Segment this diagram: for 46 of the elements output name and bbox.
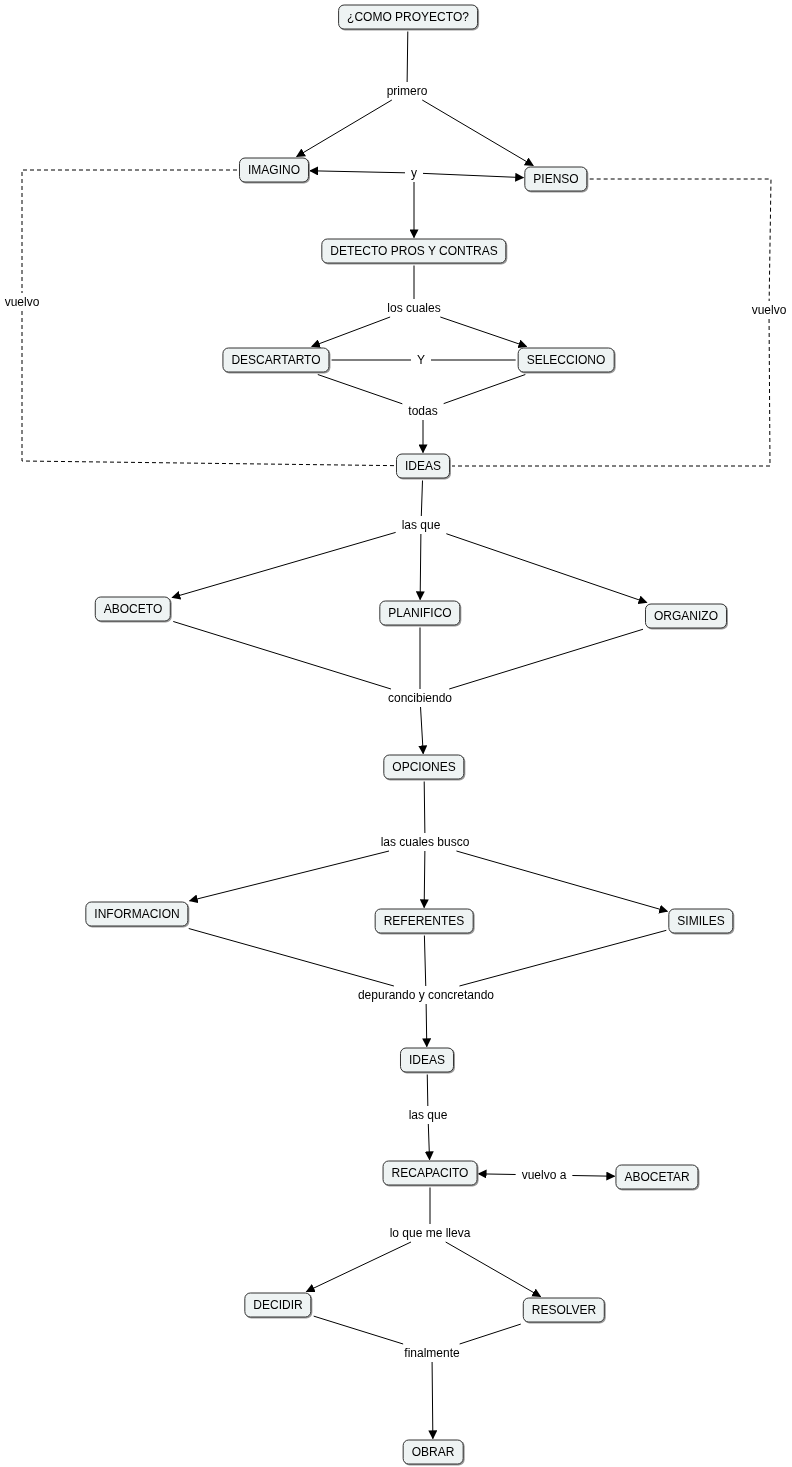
concept-box: REFERENTES <box>374 908 474 934</box>
arrow <box>455 850 669 914</box>
arrow <box>171 531 397 600</box>
arrow <box>421 99 534 166</box>
arrow <box>571 1171 616 1181</box>
arrow <box>305 1241 412 1293</box>
arrow <box>409 181 419 239</box>
arrow <box>419 850 429 909</box>
arrow <box>439 316 528 349</box>
concept-box: OBRAR <box>402 1439 464 1465</box>
arrow <box>188 850 390 904</box>
arrow <box>445 533 648 605</box>
dashed-connector <box>21 310 395 467</box>
arrow <box>428 1361 438 1440</box>
concept-box: IMAGINO <box>239 157 309 183</box>
arrow <box>309 166 406 176</box>
arrow <box>422 1003 432 1048</box>
concept-box: SELECCIONO <box>517 347 615 373</box>
concept-box: ABOCETO <box>94 596 172 622</box>
concept-box: DESCARTARTO <box>222 347 330 373</box>
concept-box: INFORMACION <box>85 901 189 927</box>
arrow <box>422 172 525 182</box>
dashed-connector <box>21 169 238 294</box>
concept-box: OPCIONES <box>383 754 465 780</box>
arrow <box>424 1123 434 1161</box>
concept-box: DECIDIR <box>244 1292 312 1318</box>
arrow <box>418 706 428 755</box>
concept-box: PIENSO <box>524 166 588 192</box>
concept-box: IDEAS <box>396 453 450 479</box>
arrow <box>295 99 393 157</box>
arrow <box>415 533 425 601</box>
arrow <box>445 1241 542 1297</box>
arrow <box>311 316 391 348</box>
concept-box: PLANIFICO <box>379 600 461 626</box>
concept-box: ¿COMO PROYECTO? <box>338 4 478 30</box>
concept-box: RECAPACITO <box>382 1160 478 1186</box>
arrow <box>418 419 428 454</box>
dashed-connector <box>589 178 772 302</box>
concept-box: RESOLVER <box>522 1297 606 1323</box>
arrow <box>477 1169 517 1179</box>
concept-box: ORGANIZO <box>645 603 727 629</box>
concept-box: IDEAS <box>400 1047 454 1073</box>
concept-box: SIMILES <box>668 908 734 934</box>
concept-box: DETECTO PROS Y CONTRAS <box>321 238 507 264</box>
concept-box: ABOCETAR <box>615 1164 699 1190</box>
dashed-connector <box>451 318 771 467</box>
